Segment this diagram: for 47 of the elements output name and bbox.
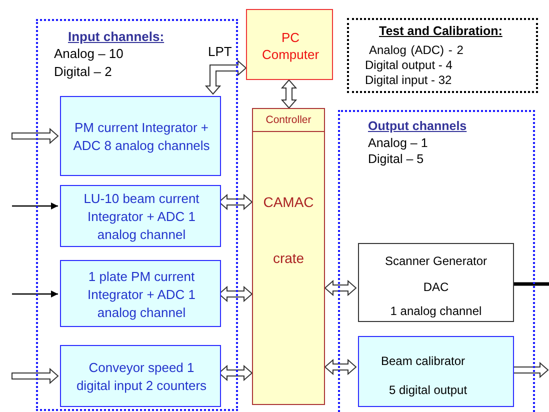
double-block-arrow bbox=[324, 358, 357, 376]
output-channels-group bbox=[338, 110, 535, 412]
arrow bbox=[12, 202, 58, 210]
module-label: Conveyor speed 1 digital input 2 counters bbox=[75, 359, 208, 395]
module-box bbox=[60, 345, 221, 407]
module-label: LU-10 beam current Integrator + ADC 1 analog channel bbox=[82, 190, 200, 244]
calibration-panel bbox=[347, 18, 538, 93]
module-label: 1 analog channel bbox=[389, 304, 483, 318]
crate-label: CAMAC bbox=[262, 194, 315, 210]
block-arrow bbox=[512, 362, 549, 378]
computer-label: PC Computer bbox=[260, 28, 320, 64]
edge-label: LPT bbox=[207, 44, 233, 59]
channel-count: Analog – 1 bbox=[368, 136, 428, 150]
module-box bbox=[60, 185, 221, 247]
channel-count: Digital – 2 bbox=[54, 64, 112, 79]
double-block-arrow bbox=[204, 60, 247, 95]
double-block-arrow bbox=[280, 79, 298, 109]
group-heading: Output channels bbox=[368, 119, 467, 133]
channel-count: Digital input - 32 bbox=[365, 73, 452, 87]
module-box bbox=[358, 336, 514, 407]
channel-count: Analog (ADC) - 2 bbox=[369, 43, 464, 57]
module-label: Beam calibrator bbox=[381, 354, 466, 368]
crate-box bbox=[252, 108, 325, 405]
double-block-arrow bbox=[218, 364, 253, 382]
module-box bbox=[60, 96, 221, 176]
channel-count: Analog – 10 bbox=[54, 46, 124, 61]
group-heading: Input channels: bbox=[68, 29, 164, 44]
module-box bbox=[60, 260, 221, 327]
module-label: Scanner Generator bbox=[384, 254, 488, 268]
generator-box bbox=[358, 243, 514, 322]
double-block-arrow bbox=[324, 280, 357, 296]
module-label: 5 digital output bbox=[389, 383, 468, 397]
module-label: 1 plate PM current Integrator + ADC 1 analog channel bbox=[86, 268, 197, 322]
arrow bbox=[12, 290, 58, 298]
block-arrow bbox=[12, 128, 59, 144]
double-block-arrow bbox=[218, 286, 253, 302]
module-label: PM current Integrator + ADC 8 analog channels bbox=[72, 119, 211, 155]
computer-box bbox=[246, 9, 333, 80]
block-arrow bbox=[12, 368, 59, 384]
channel-count: Digital – 5 bbox=[368, 152, 424, 166]
panel-heading: Test and Calibration: bbox=[379, 24, 502, 38]
module-label: DAC bbox=[422, 280, 450, 294]
double-block-arrow bbox=[218, 194, 253, 210]
controller-label: Controller bbox=[253, 109, 324, 132]
channel-count: Digital output - 4 bbox=[365, 58, 452, 72]
input-channels-group bbox=[36, 19, 238, 411]
crate-label: crate bbox=[272, 250, 306, 266]
